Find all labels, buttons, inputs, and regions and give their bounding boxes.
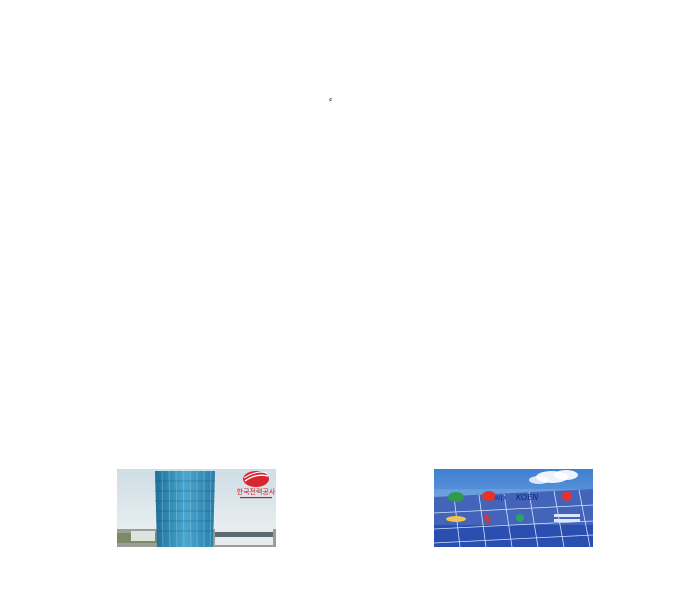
svg-text:wp: wp [494,493,506,502]
svg-text:SK: SK [484,519,493,526]
loading-spinner-icon: ⸗ [329,95,332,105]
solar-panel-partners-thumbnail[interactable]: wp KOEN SK [434,469,593,547]
svg-text:KOEN: KOEN [516,493,538,502]
kepco-building-thumbnail[interactable]: 한국전력공사 [117,469,276,547]
kepco-logo-icon [243,471,269,487]
kepco-logo-text: 한국전력공사 [237,487,276,496]
partner-logos: wp KOEN SK [446,491,580,526]
